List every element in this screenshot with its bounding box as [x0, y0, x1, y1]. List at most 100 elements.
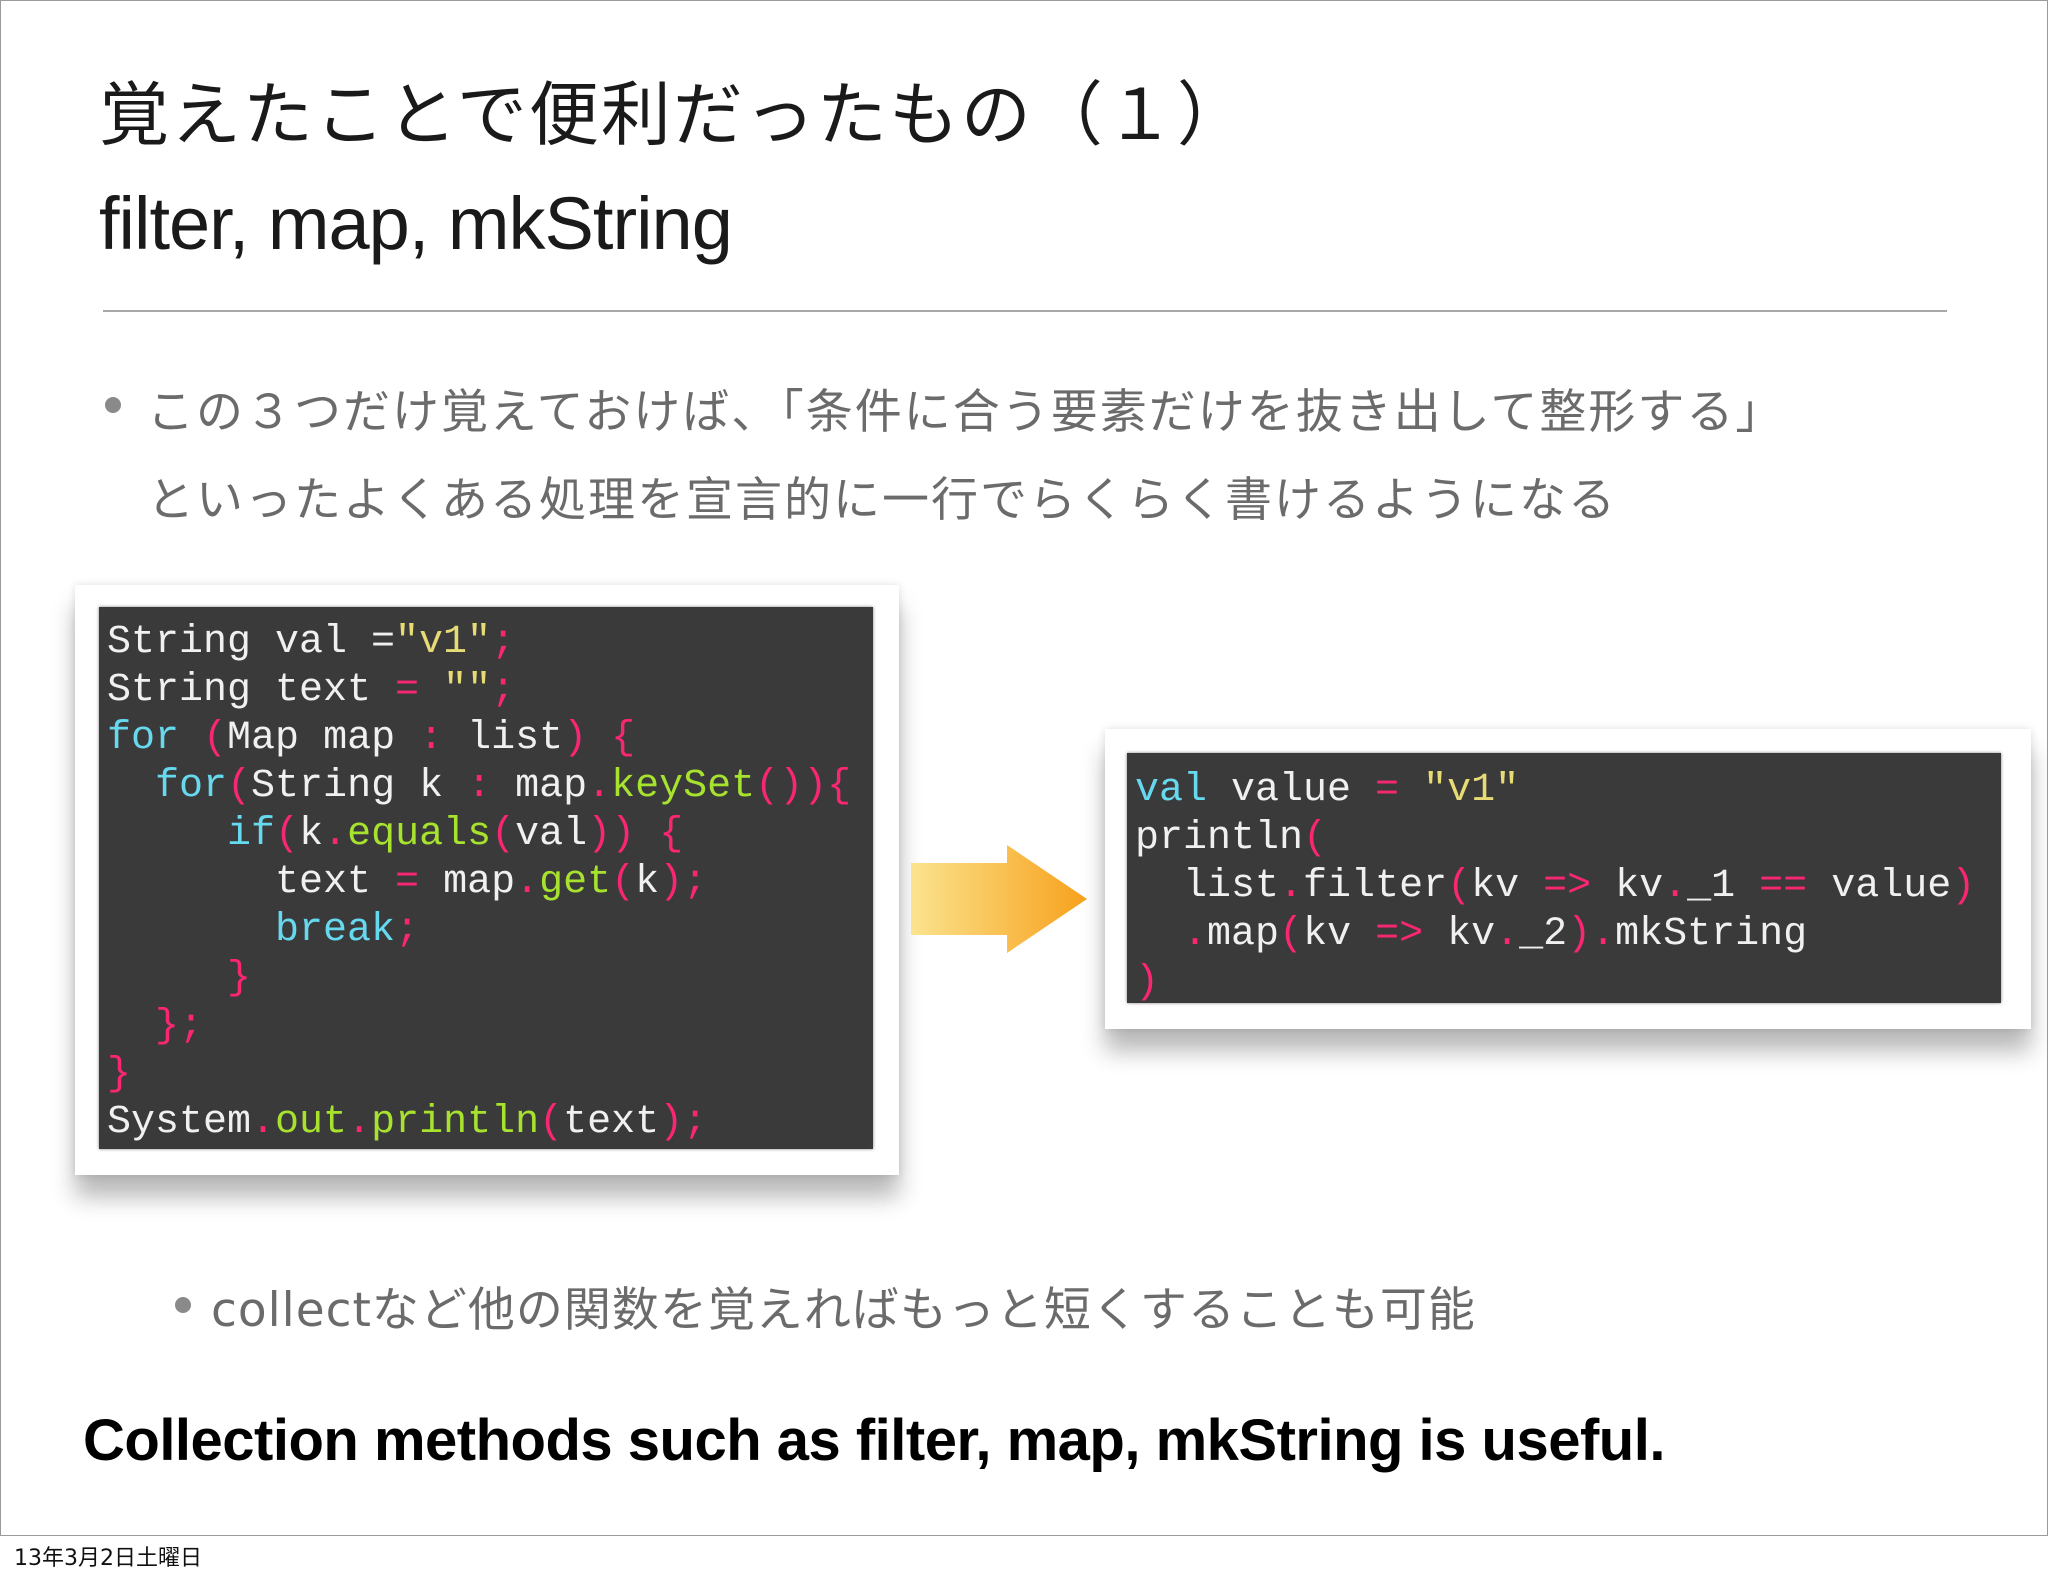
code-token-plain [587, 716, 611, 761]
code-line: System.out.println(text); [107, 1099, 851, 1147]
code-token-punct: ); [659, 1100, 708, 1145]
code-token-punct: = [395, 668, 420, 713]
code-token-str: "" [443, 668, 492, 713]
code-token-fn: keySet [611, 764, 756, 809]
java-code: String val ="v1";String text = "";for (M… [107, 619, 851, 1147]
java-code-block: String val ="v1";String text = "";for (M… [99, 607, 873, 1149]
code-token-plain [107, 956, 227, 1001]
code-token-plain [107, 812, 227, 857]
code-token-punct: ) [1135, 960, 1160, 1003]
code-token-plain: val [515, 812, 588, 857]
scala-code: val value = "v1"println( list.filter(kv … [1135, 767, 1975, 1003]
code-line: } [107, 955, 851, 1003]
caption: Collection methods such as filter, map, … [83, 1408, 1665, 1473]
code-token-plain [179, 716, 203, 761]
code-token-plain: System [107, 1100, 252, 1145]
code-token-punct: ; [491, 668, 516, 713]
java-code-card: String val ="v1";String text = "";for (M… [75, 585, 899, 1175]
code-token-plain: String val = [107, 620, 396, 665]
code-token-plain: k [635, 860, 660, 905]
code-token-plain [107, 764, 155, 809]
code-token-plain: String text [107, 668, 396, 713]
slide: 覚えたことで便利だったもの（１） filter, map, mkString こ… [0, 0, 2048, 1536]
slide-title: 覚えたことで便利だったもの（１） [99, 74, 1249, 156]
code-token-plain: map [491, 764, 588, 809]
bullet-dot [105, 397, 121, 413]
code-token-fn: get [539, 860, 612, 905]
code-token-punct: . [1663, 864, 1688, 909]
code-token-punct: ( [1279, 912, 1304, 957]
code-token-punct: ; [491, 620, 516, 665]
slide-subtitle: filter, map, mkString [99, 182, 733, 265]
code-token-punct: . [587, 764, 612, 809]
bullet-text-line: collectなど他の関数を覚えればもっと短くすることも可能 [211, 1283, 1476, 1338]
code-token-punct: ( [491, 812, 516, 857]
code-token-punct: . [251, 1100, 276, 1145]
code-line: } [107, 1051, 851, 1099]
code-token-plain: list [443, 716, 564, 761]
code-token-plain [419, 668, 443, 713]
code-line: list.filter(kv => kv._1 == value) [1135, 863, 1975, 911]
code-token-punct: . [323, 812, 348, 857]
code-line: ) [1135, 959, 1975, 1003]
code-token-punct: ( [227, 764, 252, 809]
code-line: if(k.equals(val)) { [107, 811, 851, 859]
scala-code-card: val value = "v1"println( list.filter(kv … [1105, 729, 2031, 1029]
code-token-plain: kv [1423, 912, 1496, 957]
code-token-kw: val [1135, 768, 1208, 813]
bullet-text-line: といったよくある処理を宣言的に一行でらくらく書けるようになる [147, 473, 1617, 528]
code-token-punct: } [227, 956, 252, 1001]
code-token-punct: ()){ [755, 764, 852, 809]
code-token-plain: text [107, 860, 396, 905]
code-token-plain [1135, 912, 1183, 957]
code-token-punct: { [611, 716, 636, 761]
code-token-plain [107, 1004, 155, 1049]
code-token-plain [1399, 768, 1423, 813]
code-token-plain: k [299, 812, 324, 857]
bullet-dot [175, 1297, 191, 1313]
code-token-punct: ( [539, 1100, 564, 1145]
code-token-kw: break [275, 908, 396, 953]
code-token-fn: out [275, 1100, 348, 1145]
code-token-punct: }; [155, 1004, 204, 1049]
code-token-fn: println [371, 1100, 540, 1145]
code-token-plain: kv [1303, 912, 1376, 957]
code-token-punct: . [1279, 864, 1304, 909]
code-token-punct: ) [1951, 864, 1976, 909]
bullet-text-line: この３つだけ覚えておけば、「条件に合う要素だけを抜き出して整形する」 [147, 385, 1785, 440]
code-token-plain: map [1207, 912, 1280, 957]
code-token-punct: => [1543, 864, 1592, 909]
code-token-punct: . [1495, 912, 1520, 957]
code-token-punct: ); [659, 860, 708, 905]
footer-date: 13年3月2日土曜日 [14, 1546, 202, 1571]
code-line: break; [107, 907, 851, 955]
code-token-str: "v1" [395, 620, 492, 665]
code-token-punct: => [1375, 912, 1424, 957]
code-token-punct: { [659, 812, 684, 857]
code-token-punct: ( [275, 812, 300, 857]
code-token-punct: . [347, 1100, 372, 1145]
code-token-plain: String k [251, 764, 468, 809]
code-token-punct: ( [1447, 864, 1472, 909]
code-token-punct: = [1375, 768, 1400, 813]
code-token-plain: text [563, 1100, 660, 1145]
code-token-kw: for [155, 764, 228, 809]
code-token-punct: . [1183, 912, 1208, 957]
code-token-kw: if [227, 812, 276, 857]
code-token-plain: Map map [227, 716, 420, 761]
code-token-kw: for [107, 716, 180, 761]
code-line: println( [1135, 815, 1975, 863]
code-token-plain: kv [1591, 864, 1664, 909]
code-token-plain: _1 [1687, 864, 1760, 909]
code-token-plain: mkString [1615, 912, 1808, 957]
code-line: String val ="v1"; [107, 619, 851, 667]
code-token-fn: equals [347, 812, 492, 857]
code-token-str: "v1" [1423, 768, 1520, 813]
code-token-punct: ( [203, 716, 228, 761]
code-line: String text = ""; [107, 667, 851, 715]
code-token-punct: = [395, 860, 420, 905]
code-token-punct: : [467, 764, 492, 809]
code-token-plain: println [1135, 816, 1304, 861]
code-token-plain: value [1807, 864, 1952, 909]
right-arrow-icon [911, 845, 1087, 953]
